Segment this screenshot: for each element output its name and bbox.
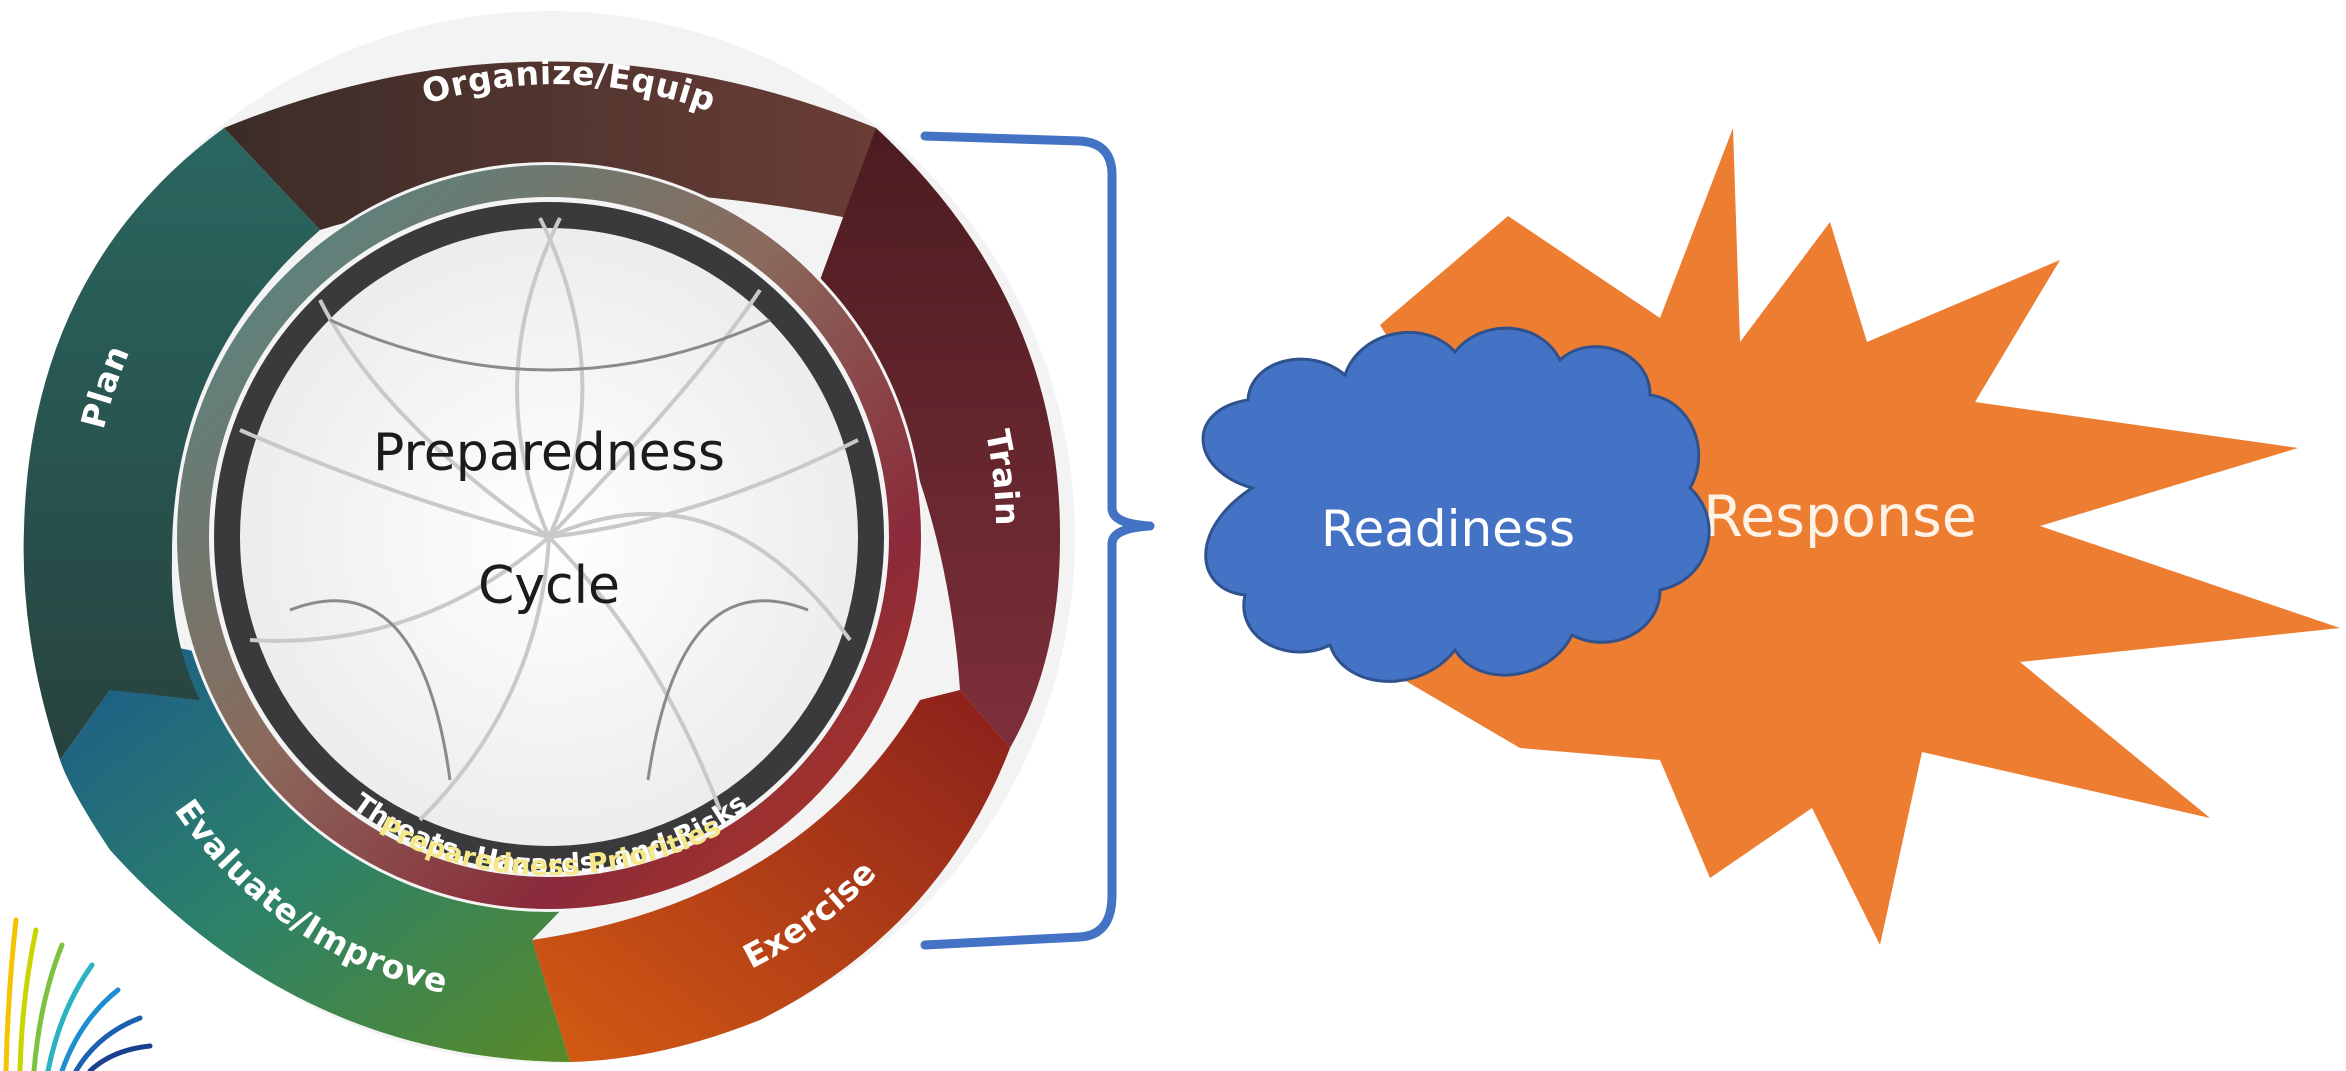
readiness-label: Readiness — [1321, 500, 1575, 558]
center-outer-arcs — [289, 318, 809, 781]
inner-gradient-ring — [177, 165, 921, 909]
response-label: Response — [1703, 484, 1977, 550]
curly-bracket — [920, 131, 1155, 950]
organize-equip-segment — [224, 61, 876, 230]
center-petal-lines — [239, 217, 859, 822]
plan-segment — [23, 128, 321, 760]
center-title-line1: Preparedness — [373, 423, 725, 483]
response-starburst — [1370, 128, 2340, 945]
preparedness-cycle-wheel: Preparedness Cycle Threats, Hazards, and… — [23, 11, 1075, 1063]
readiness-cloud — [1201, 326, 1711, 683]
evaluate-improve-segment — [60, 647, 600, 1062]
logo-icon — [3, 917, 153, 1071]
exercise-segment — [532, 690, 1010, 1062]
center-title-line2: Cycle — [478, 556, 620, 616]
train-segment — [820, 128, 1061, 748]
